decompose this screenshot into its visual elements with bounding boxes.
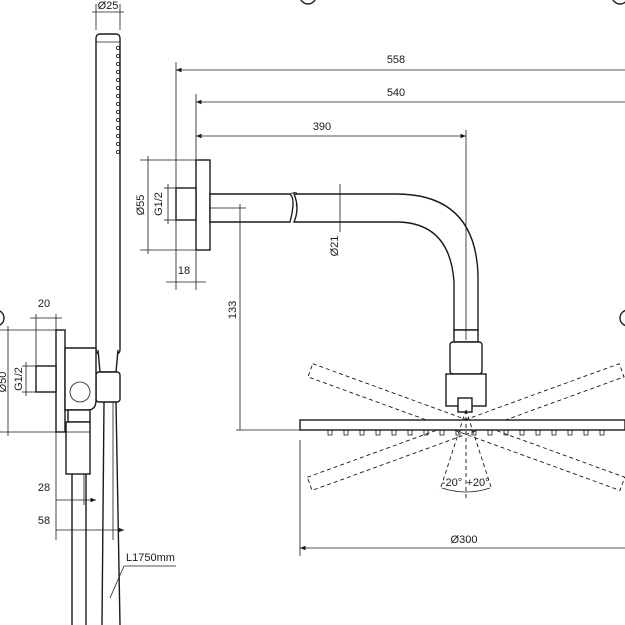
label-20: 20 [38, 298, 50, 310]
label-l1750: L1750mm [126, 552, 175, 564]
dim-58: 58 [38, 402, 124, 540]
label-d300: Ø300 [451, 534, 478, 546]
dim-558: 558 [175, 54, 625, 188]
hose [71, 401, 121, 625]
label-angle-left: -20° [442, 477, 462, 489]
dim-390: 390 [196, 121, 467, 340]
edge-marks [0, 0, 625, 327]
nozzle-row [327, 429, 605, 436]
wall-outlet [35, 329, 97, 475]
tilt-positions [306, 363, 625, 491]
dim-d300: Ø300 [299, 440, 625, 556]
label-558: 558 [387, 54, 405, 66]
label-28: 28 [38, 482, 50, 494]
dim-g12-outlet: G1/2 [13, 362, 36, 396]
dim-g12-arm: G1/2 [153, 184, 176, 224]
hand-shower [95, 33, 121, 403]
dim-133: 133 [210, 204, 300, 431]
dim-20: 20 [30, 298, 62, 366]
label-540: 540 [387, 87, 405, 99]
label-390: 390 [313, 121, 331, 133]
label-g12-arm: G1/2 [153, 192, 165, 216]
label-d25: Ø25 [98, 0, 119, 12]
label-133: 133 [227, 301, 239, 319]
dim-28: 28 [38, 432, 96, 540]
shower-head: -20° +20° [299, 363, 625, 500]
spray-nozzles [116, 46, 121, 154]
label-angle-right: +20° [466, 477, 489, 489]
label-g12-outlet: G1/2 [13, 367, 25, 391]
label-58: 58 [38, 515, 50, 527]
label-d50: Ø50 [0, 372, 9, 393]
dim-d50: Ø50 [0, 326, 56, 436]
label-18: 18 [178, 265, 190, 277]
shower-arm [175, 159, 487, 413]
hose-length: L1750mm [109, 552, 176, 599]
dim-d25: Ø25 [92, 0, 124, 30]
dim-18: 18 [166, 220, 206, 290]
dim-d55: Ø55 [135, 156, 196, 254]
dim-d21: Ø21 [329, 184, 344, 256]
label-d55: Ø55 [135, 195, 147, 216]
dim-540: 540 [195, 87, 625, 160]
label-d21: Ø21 [329, 236, 341, 257]
